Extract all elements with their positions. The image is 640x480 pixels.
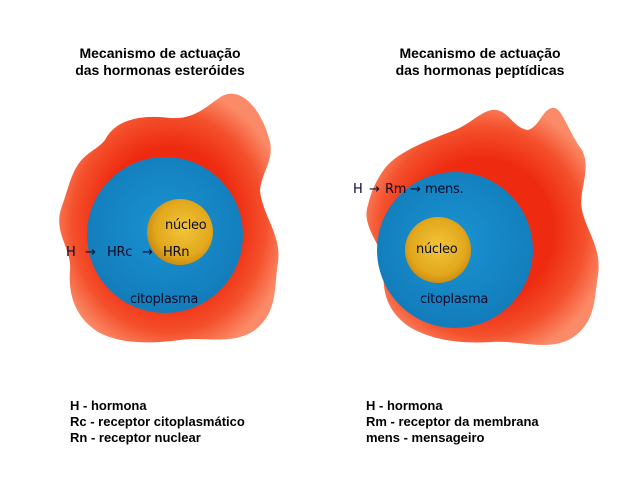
peptide-cytoplasm-label: citoplasma bbox=[420, 292, 489, 307]
steroid-legend: H - hormona Rc - receptor citoplasmático… bbox=[70, 398, 245, 446]
peptide-nucleus bbox=[405, 217, 471, 283]
steroid-cytoplasm-label: citoplasma bbox=[130, 292, 199, 307]
steroid-nucleus-label: núcleo bbox=[165, 218, 207, 233]
steroid-title-line2: das hormonas esteróides bbox=[75, 62, 245, 78]
steroid-hormone-panel: Mecanismo de actuação das hormonas ester… bbox=[0, 45, 320, 446]
peptide-hormone-panel: Mecanismo de actuação das hormonas peptí… bbox=[320, 0, 640, 480]
steroid-panel-title: Mecanismo de actuação das hormonas ester… bbox=[0, 45, 320, 79]
steroid-pathway-hrn: HRn bbox=[163, 245, 190, 260]
steroid-cell-diagram bbox=[59, 93, 279, 343]
peptide-legend: H - hormona Rm - receptor da membrana me… bbox=[366, 398, 539, 446]
steroid-legend-rn: Rn - receptor nuclear bbox=[70, 430, 201, 445]
peptide-title-line2: das hormonas peptídicas bbox=[395, 62, 565, 78]
steroid-pathway-arrow-2: → bbox=[142, 245, 153, 260]
peptide-pathway-arrow-1: → bbox=[369, 182, 380, 197]
peptide-title-line1: Mecanismo de actuação bbox=[399, 45, 561, 61]
peptide-pathway-arrow-2: → bbox=[410, 182, 421, 197]
peptide-pathway-mens: mens. bbox=[425, 182, 464, 197]
steroid-title-line1: Mecanismo de actuação bbox=[79, 45, 241, 61]
steroid-pathway-hormone: H bbox=[66, 245, 76, 260]
peptide-pathway-hormone: H bbox=[353, 182, 363, 197]
peptide-nucleus-label: núcleo bbox=[416, 242, 458, 257]
peptide-cell-diagram bbox=[366, 107, 599, 345]
steroid-pathway-arrow-1: → bbox=[85, 245, 96, 260]
steroid-pathway-hrc: HRc bbox=[107, 245, 133, 260]
peptide-legend-rm: Rm - receptor da membrana bbox=[366, 414, 539, 429]
peptide-pathway-rm: Rm bbox=[385, 182, 407, 197]
peptide-legend-mens: mens - mensageiro bbox=[366, 430, 485, 445]
steroid-nucleus bbox=[147, 199, 213, 265]
steroid-legend-h: H - hormona bbox=[70, 398, 147, 413]
peptide-panel-title: Mecanismo de actuação das hormonas peptí… bbox=[320, 45, 640, 79]
steroid-legend-rc: Rc - receptor citoplasmático bbox=[70, 414, 245, 429]
peptide-legend-h: H - hormona bbox=[366, 398, 443, 413]
